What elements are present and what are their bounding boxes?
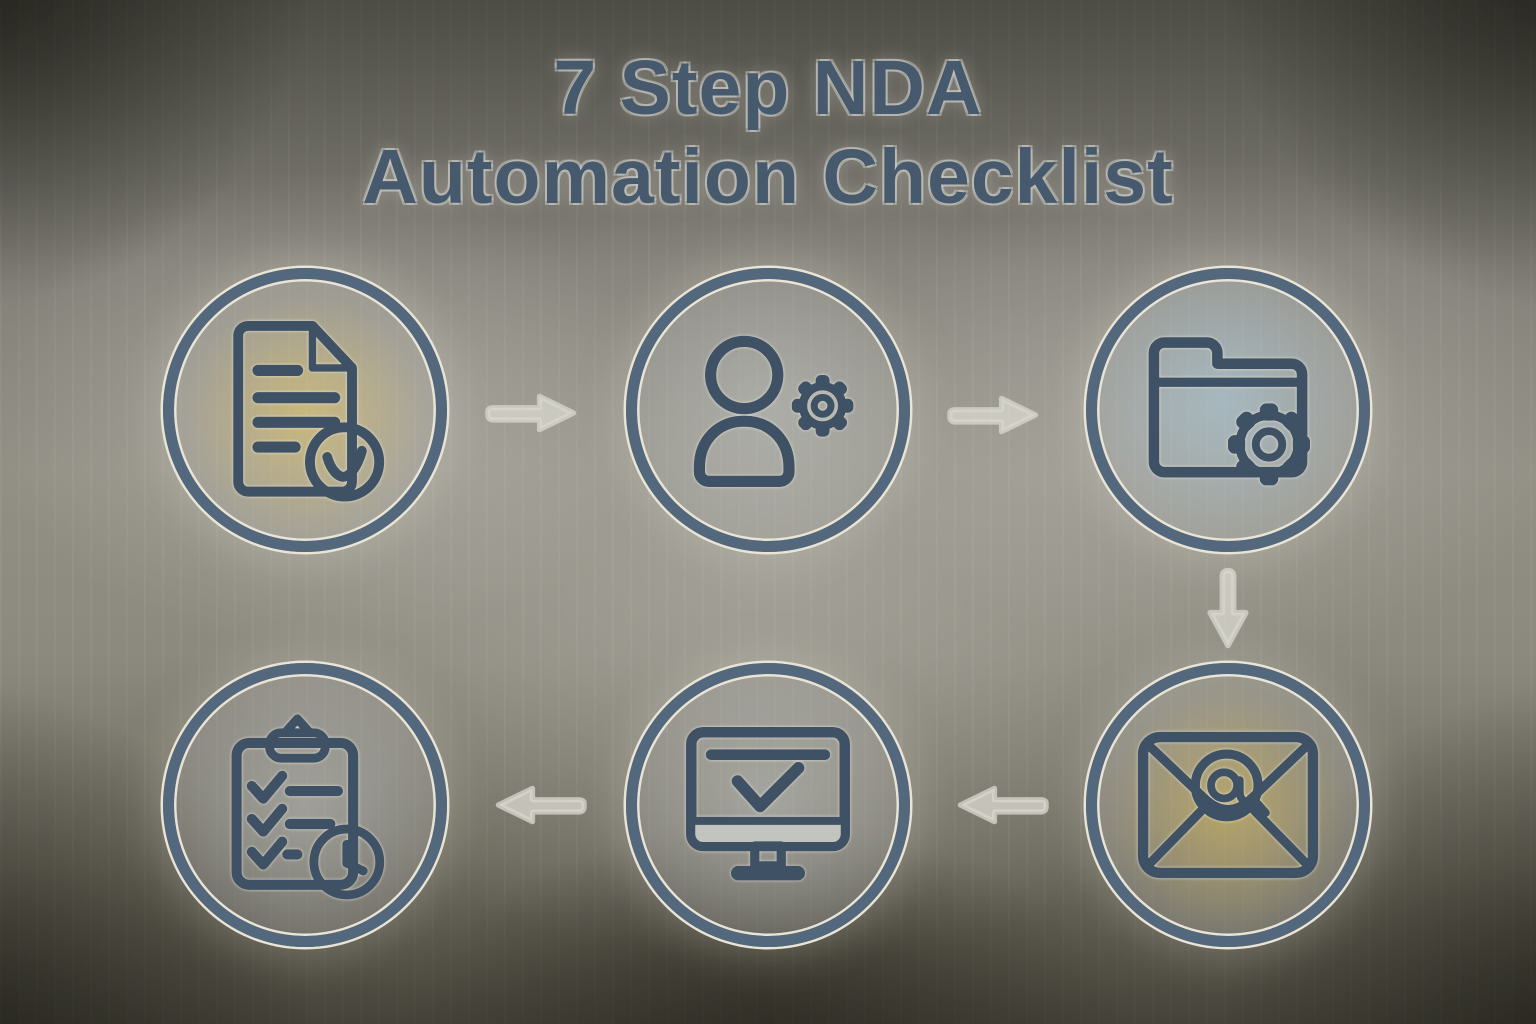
page-title: 7 Step NDA Automation Checklist	[0, 44, 1536, 223]
envelope-at-icon	[1130, 725, 1326, 885]
title-line-2: Automation Checklist	[362, 134, 1174, 221]
step-4-circle	[1086, 663, 1370, 947]
step-2-circle	[626, 268, 910, 552]
clipboard-clock-icon	[216, 710, 394, 900]
arrow-right-icon	[481, 385, 591, 446]
step-5-circle	[626, 663, 910, 947]
arrow-left-icon	[943, 777, 1053, 838]
arrow-left-icon	[481, 777, 591, 838]
step-3-circle	[1086, 268, 1370, 552]
gear-icon	[791, 375, 854, 437]
folder-gear-icon	[1135, 324, 1321, 496]
monitor-check-icon	[675, 719, 861, 891]
title-line-1: 7 Step NDA	[553, 45, 983, 131]
arrow-right-icon	[943, 387, 1053, 448]
gear-icon	[1228, 403, 1311, 486]
step-6-circle	[163, 663, 447, 947]
user-gear-icon	[677, 326, 859, 494]
step-1-circle	[163, 268, 447, 552]
arrow-down-icon	[1198, 566, 1258, 657]
document-check-icon	[216, 316, 394, 504]
